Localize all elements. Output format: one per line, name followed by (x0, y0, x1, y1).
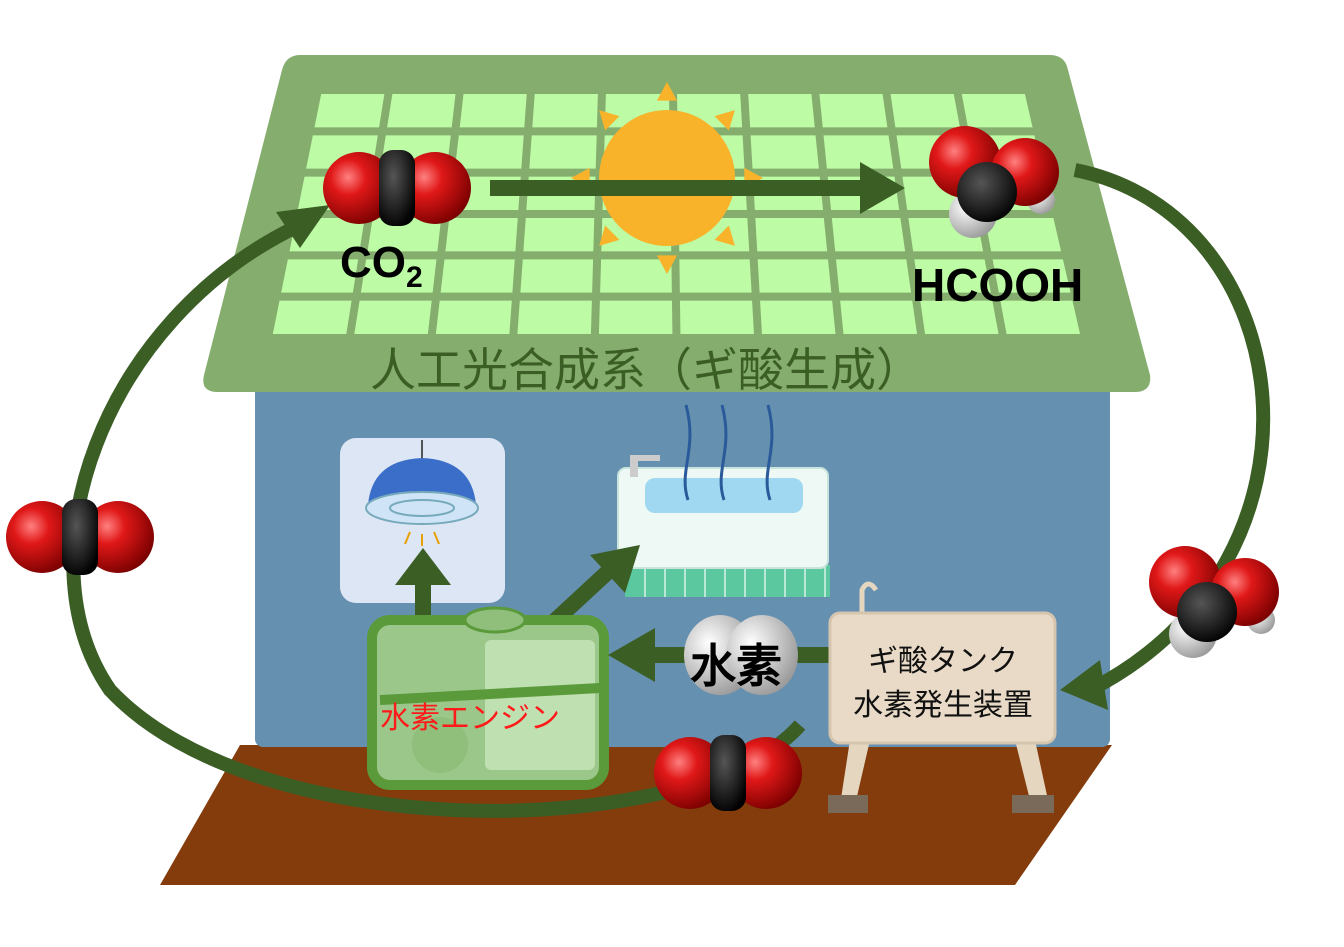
panel-cell (517, 300, 592, 334)
ceiling-lamp-icon (340, 438, 505, 603)
panel-cell (836, 259, 912, 293)
panel-cell (755, 218, 828, 252)
panel-cell (679, 300, 754, 334)
co2-molecule-roof (323, 150, 471, 226)
panel-cell (1000, 300, 1081, 334)
panel-cell (760, 300, 836, 334)
panel-cell (440, 259, 515, 293)
panel-cell (600, 259, 672, 293)
hydrogen-engine-icon (367, 606, 609, 790)
co2-text: CO (340, 238, 406, 287)
panel-cell (459, 94, 527, 128)
sun-ray (599, 110, 620, 131)
panel-cell (679, 259, 752, 293)
panel-cell (387, 94, 456, 128)
panel-cell (920, 300, 999, 334)
floor (160, 745, 1112, 885)
sun-ray (656, 82, 678, 101)
panel-cell (914, 259, 991, 293)
panel-cell (961, 94, 1033, 128)
panel-cell (532, 94, 598, 128)
panel-cell (984, 218, 1062, 252)
tank-label-line1: ギ酸タンク (868, 644, 1018, 679)
sun-ray (714, 110, 735, 131)
panel-cell (314, 94, 385, 128)
panel-cell (360, 259, 437, 293)
panel-cell (890, 94, 960, 128)
sun-icon (571, 82, 763, 274)
panel-cell (840, 300, 918, 334)
sun-ray (656, 255, 678, 274)
panel-cell (757, 259, 832, 293)
formic-acid-label: HCOOH (912, 259, 1084, 311)
panel-cell (435, 300, 512, 334)
co2-subscript: 2 (406, 260, 423, 294)
panel-cell (831, 218, 906, 252)
tank-label-line2: 水素発生装置 (853, 688, 1033, 723)
hydrogen-engine-label: 水素エンジン (380, 701, 560, 736)
panel-cell (272, 300, 352, 334)
formic-acid-tank-icon (828, 581, 1057, 813)
cycle-arrow-left (66, 218, 806, 818)
panel-cell (454, 135, 524, 169)
system-title: 人工光合成系（ギ酸生成） (370, 343, 922, 397)
panel-cell (523, 218, 595, 252)
panel-cell (819, 94, 888, 128)
co2-label: CO2 (340, 238, 423, 295)
sun-ray (714, 225, 735, 246)
bathtub-icon (617, 404, 830, 597)
tank-label: ギ酸タンク 水素発生装置 (838, 640, 1048, 728)
panel-cell (992, 259, 1071, 293)
panel-cell (823, 135, 894, 169)
panel-cell (598, 300, 673, 334)
panel-cell (529, 135, 597, 169)
sun-ray (599, 225, 620, 246)
panel-cell (520, 259, 594, 293)
panel-cell (367, 218, 442, 252)
panel-cell (445, 218, 518, 252)
panel-cell (750, 135, 819, 169)
panel-cell (281, 259, 359, 293)
co2-molecule-bottom (654, 735, 802, 811)
hydrogen-molecule (684, 615, 798, 695)
hydrogen-label: 水素 (690, 639, 782, 693)
co2-molecule-left (6, 499, 154, 575)
panel-cell (748, 94, 815, 128)
panel-cell (354, 300, 432, 334)
